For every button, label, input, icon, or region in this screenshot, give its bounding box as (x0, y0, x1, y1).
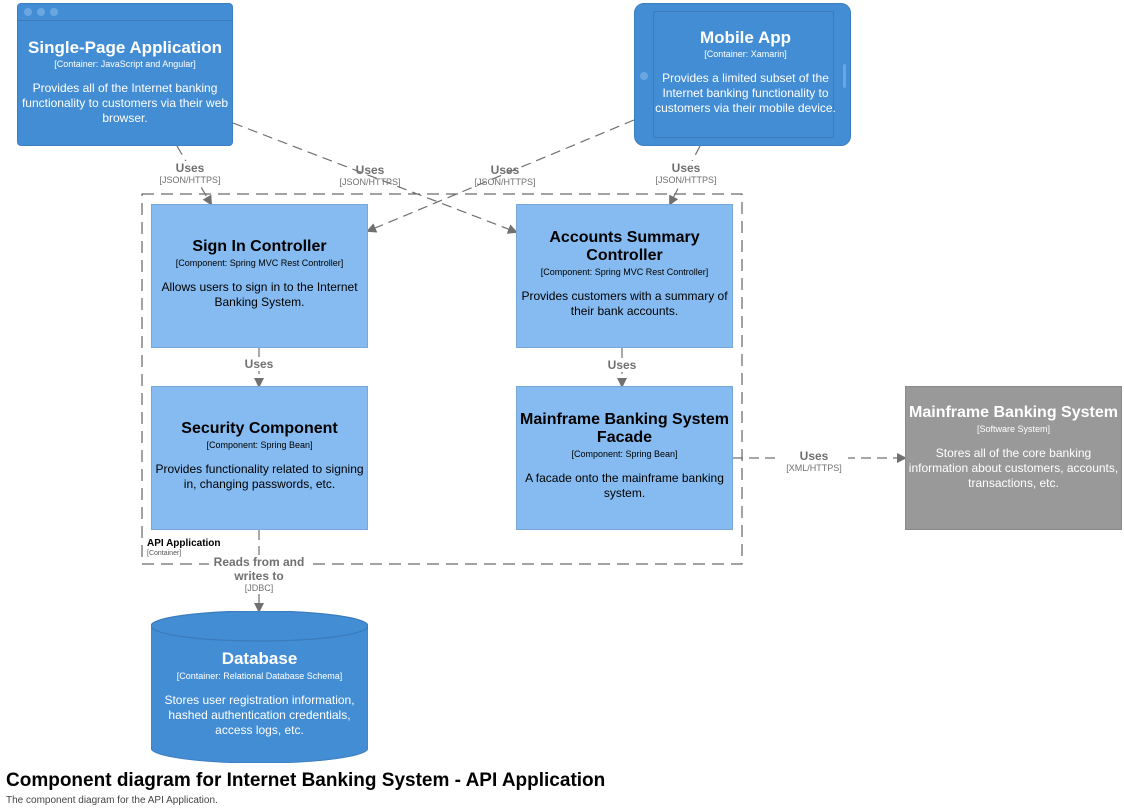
element-name: Security Component (181, 420, 338, 437)
relationship-protocol: [JDBC] (244, 583, 274, 593)
relationship-verb: Uses (607, 358, 637, 372)
relationship-verb: Uses (490, 163, 520, 177)
relationship-label: Reads from and writes to [JDBC] (209, 555, 309, 593)
mobile-to-signin-connector (366, 119, 635, 233)
security-component-box[interactable]: Security Component [Component: Spring Be… (151, 386, 368, 530)
relationship-protocol: [JSON/HTTPS] (159, 175, 221, 185)
element-description: A facade onto the mainframe banking syst… (525, 470, 724, 500)
phone-home-button-icon (640, 72, 648, 80)
element-description: Provides a limited subset of the Interne… (655, 71, 836, 116)
element-name: Single-Page Application (28, 38, 222, 57)
diagram-title: Component diagram for Internet Banking S… (6, 770, 606, 791)
browser-dot-icon (50, 8, 58, 16)
browser-dot-icon (24, 8, 32, 16)
database-cylinder[interactable]: Database [Container: Relational Database… (151, 611, 368, 763)
element-name: Mainframe Banking System (909, 404, 1118, 421)
relationship-verb: Uses (244, 357, 274, 371)
element-name: Database (221, 649, 298, 668)
boundary-type: [Container] (147, 550, 182, 557)
element-description: Allows users to sign in to the Internet … (161, 279, 358, 309)
element-description: Stores user registration information, ha… (164, 693, 355, 737)
relationship-label: Uses (597, 358, 647, 372)
relationship-verb: Uses (799, 449, 829, 463)
relationship-label: Uses (234, 357, 284, 371)
element-technology: [Software System] (976, 423, 1051, 434)
relationship-label: Uses [XML/HTTPS] (780, 449, 848, 473)
relationship-protocol: [JSON/HTTPS] (474, 177, 536, 187)
mainframe-banking-system-box[interactable]: Mainframe Banking System [Software Syste… (905, 386, 1122, 530)
browser-toolbar (18, 4, 232, 21)
relationship-label: Uses [JSON/HTTPS] (470, 163, 540, 187)
element-technology: [Component: Spring Bean] (571, 448, 678, 459)
api-application-boundary (141, 193, 743, 565)
relationship-protocol: [JSON/HTTPS] (655, 175, 717, 185)
element-technology: [Container: Xamarin] (704, 49, 787, 60)
element-technology: [Component: Spring MVC Rest Controller] (540, 266, 709, 277)
element-technology: [Container: Relational Database Schema] (176, 671, 343, 681)
mobile-app-box[interactable]: Mobile App [Container: Xamarin] Provides… (634, 3, 851, 146)
element-technology: [Container: JavaScript and Angular] (54, 59, 196, 70)
mainframe-facade-box[interactable]: Mainframe Banking System Facade [Compone… (516, 386, 733, 530)
diagram-subtitle: The component diagram for the API Applic… (6, 795, 218, 806)
relationship-verb: Uses (175, 161, 205, 175)
relationship-label: Uses [JSON/HTTPS] (651, 161, 721, 185)
single-page-application-box[interactable]: Single-Page Application [Container: Java… (17, 3, 233, 146)
spa-to-accounts-connector (232, 122, 518, 234)
relationship-label: Uses [JSON/HTTPS] (155, 161, 225, 185)
element-name: Mainframe Banking System Facade (520, 411, 729, 446)
element-name: Sign In Controller (192, 238, 327, 255)
element-description: Provides functionality related to signin… (155, 461, 364, 491)
relationship-label: Uses [JSON/HTTPS] (335, 163, 405, 187)
browser-dot-icon (37, 8, 45, 16)
accounts-summary-controller-box[interactable]: Accounts Summary Controller [Component: … (516, 204, 733, 348)
phone-screen-frame (653, 11, 834, 138)
element-technology: [Component: Spring MVC Rest Controller] (175, 257, 344, 268)
element-name: Mobile App (700, 28, 791, 47)
element-description: Provides customers with a summary of the… (521, 288, 728, 318)
element-technology: [Component: Spring Bean] (206, 439, 313, 450)
boundary-name: API Application (147, 538, 221, 549)
database-cylinder-shape (151, 611, 368, 763)
relationship-verb: Reads from and writes to (213, 555, 305, 583)
sign-in-controller-box[interactable]: Sign In Controller [Component: Spring MV… (151, 204, 368, 348)
phone-speaker-icon (843, 64, 846, 88)
relationship-protocol: [XML/HTTPS] (786, 463, 842, 473)
element-description: Provides all of the Internet banking fun… (21, 81, 229, 126)
relationship-verb: Uses (671, 161, 701, 175)
element-name: Accounts Summary Controller (549, 229, 700, 264)
relationship-protocol: [JSON/HTTPS] (339, 177, 401, 187)
relationship-verb: Uses (355, 163, 385, 177)
element-description: Stores all of the core banking informati… (908, 445, 1119, 490)
